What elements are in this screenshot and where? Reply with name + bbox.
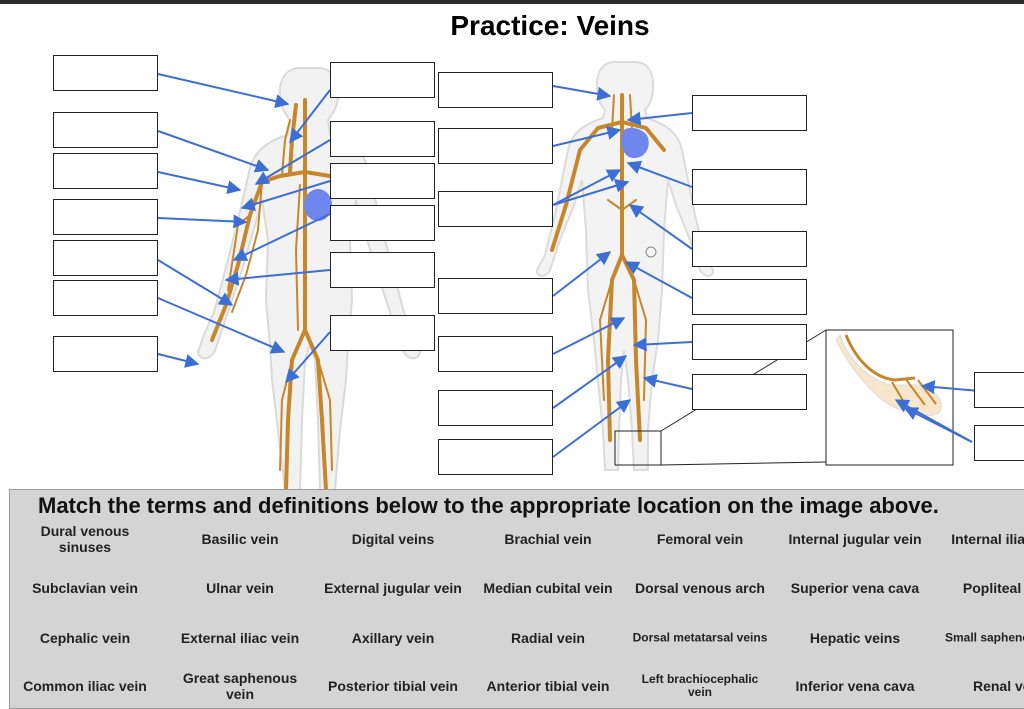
drop-target-14[interactable]: [438, 72, 553, 108]
term-item[interactable]: Dorsal venous arch: [635, 580, 765, 596]
drop-target-22[interactable]: [692, 169, 807, 205]
drop-target-5[interactable]: [53, 240, 158, 276]
term-item[interactable]: Radial vein: [511, 630, 585, 646]
term-item[interactable]: Popliteal vein: [962, 580, 1024, 596]
drop-target-25[interactable]: [692, 324, 807, 360]
page-title: Practice: Veins: [450, 10, 650, 41]
term-item[interactable]: Dural venous sinuses: [40, 523, 130, 555]
drop-target-24[interactable]: [692, 279, 807, 315]
term-item[interactable]: Axillary vein: [351, 630, 435, 646]
drop-target-15[interactable]: [438, 128, 553, 164]
drop-target-23[interactable]: [692, 231, 807, 267]
term-item[interactable]: Ulnar vein: [206, 580, 274, 596]
drop-target-16[interactable]: [438, 191, 553, 227]
drop-target-12[interactable]: [330, 252, 435, 288]
term-item[interactable]: Internal jugular vein: [788, 531, 922, 547]
drop-target-13[interactable]: [330, 315, 435, 351]
term-item[interactable]: Superior vena cava: [790, 580, 920, 596]
foot-inset: [614, 329, 954, 466]
top-bar: [0, 0, 1024, 4]
drop-target-4[interactable]: [53, 199, 158, 235]
drop-target-2[interactable]: [53, 112, 158, 148]
right-body-figure: [535, 61, 715, 471]
drop-target-10[interactable]: [330, 163, 435, 199]
term-item[interactable]: Cephalic vein: [39, 630, 131, 646]
drop-target-26[interactable]: [692, 374, 807, 410]
term-item[interactable]: Subclavian vein: [32, 580, 138, 596]
term-item[interactable]: Small saphenous vein: [944, 630, 1024, 645]
drop-target-3[interactable]: [53, 153, 158, 189]
term-item[interactable]: Renal vein: [972, 678, 1024, 694]
label-arrows: [157, 73, 981, 458]
term-item[interactable]: Brachial vein: [504, 531, 592, 547]
term-item[interactable]: External iliac vein: [180, 630, 300, 646]
term-item[interactable]: Common iliac vein: [23, 678, 147, 694]
drop-target-17[interactable]: [438, 278, 553, 314]
term-item[interactable]: Basilic vein: [201, 531, 279, 547]
drop-target-27[interactable]: [974, 372, 1024, 408]
drop-target-8[interactable]: [330, 62, 435, 98]
term-item[interactable]: External jugular vein: [324, 580, 462, 596]
term-item[interactable]: Anterior tibial vein: [486, 678, 610, 694]
term-item[interactable]: Great saphenous vein: [182, 670, 298, 702]
term-item[interactable]: Internal iliac vein: [951, 531, 1024, 547]
term-item[interactable]: Digital veins: [351, 531, 435, 547]
drop-target-28[interactable]: [974, 425, 1024, 461]
drop-target-20[interactable]: [438, 439, 553, 475]
drop-target-1[interactable]: [53, 55, 158, 91]
drop-target-18[interactable]: [438, 336, 553, 372]
drop-target-21[interactable]: [692, 95, 807, 131]
term-item[interactable]: Dorsal metatarsal veins: [632, 630, 768, 645]
term-item[interactable]: Left brachiocephalic vein: [641, 672, 759, 699]
term-item[interactable]: Femoral vein: [656, 531, 744, 547]
term-bank: Match the terms and definitions below to…: [9, 489, 1024, 709]
term-item[interactable]: Hepatic veins: [809, 630, 901, 646]
drop-target-11[interactable]: [330, 205, 435, 241]
drop-target-9[interactable]: [330, 121, 435, 157]
term-item[interactable]: Posterior tibial vein: [328, 678, 458, 694]
drop-target-7[interactable]: [53, 336, 158, 372]
term-item[interactable]: Inferior vena cava: [795, 678, 915, 694]
instructions-heading: Match the terms and definitions below to…: [38, 493, 939, 518]
drop-target-6[interactable]: [53, 280, 158, 316]
term-item[interactable]: Median cubital vein: [483, 580, 613, 596]
drop-target-19[interactable]: [438, 390, 553, 426]
